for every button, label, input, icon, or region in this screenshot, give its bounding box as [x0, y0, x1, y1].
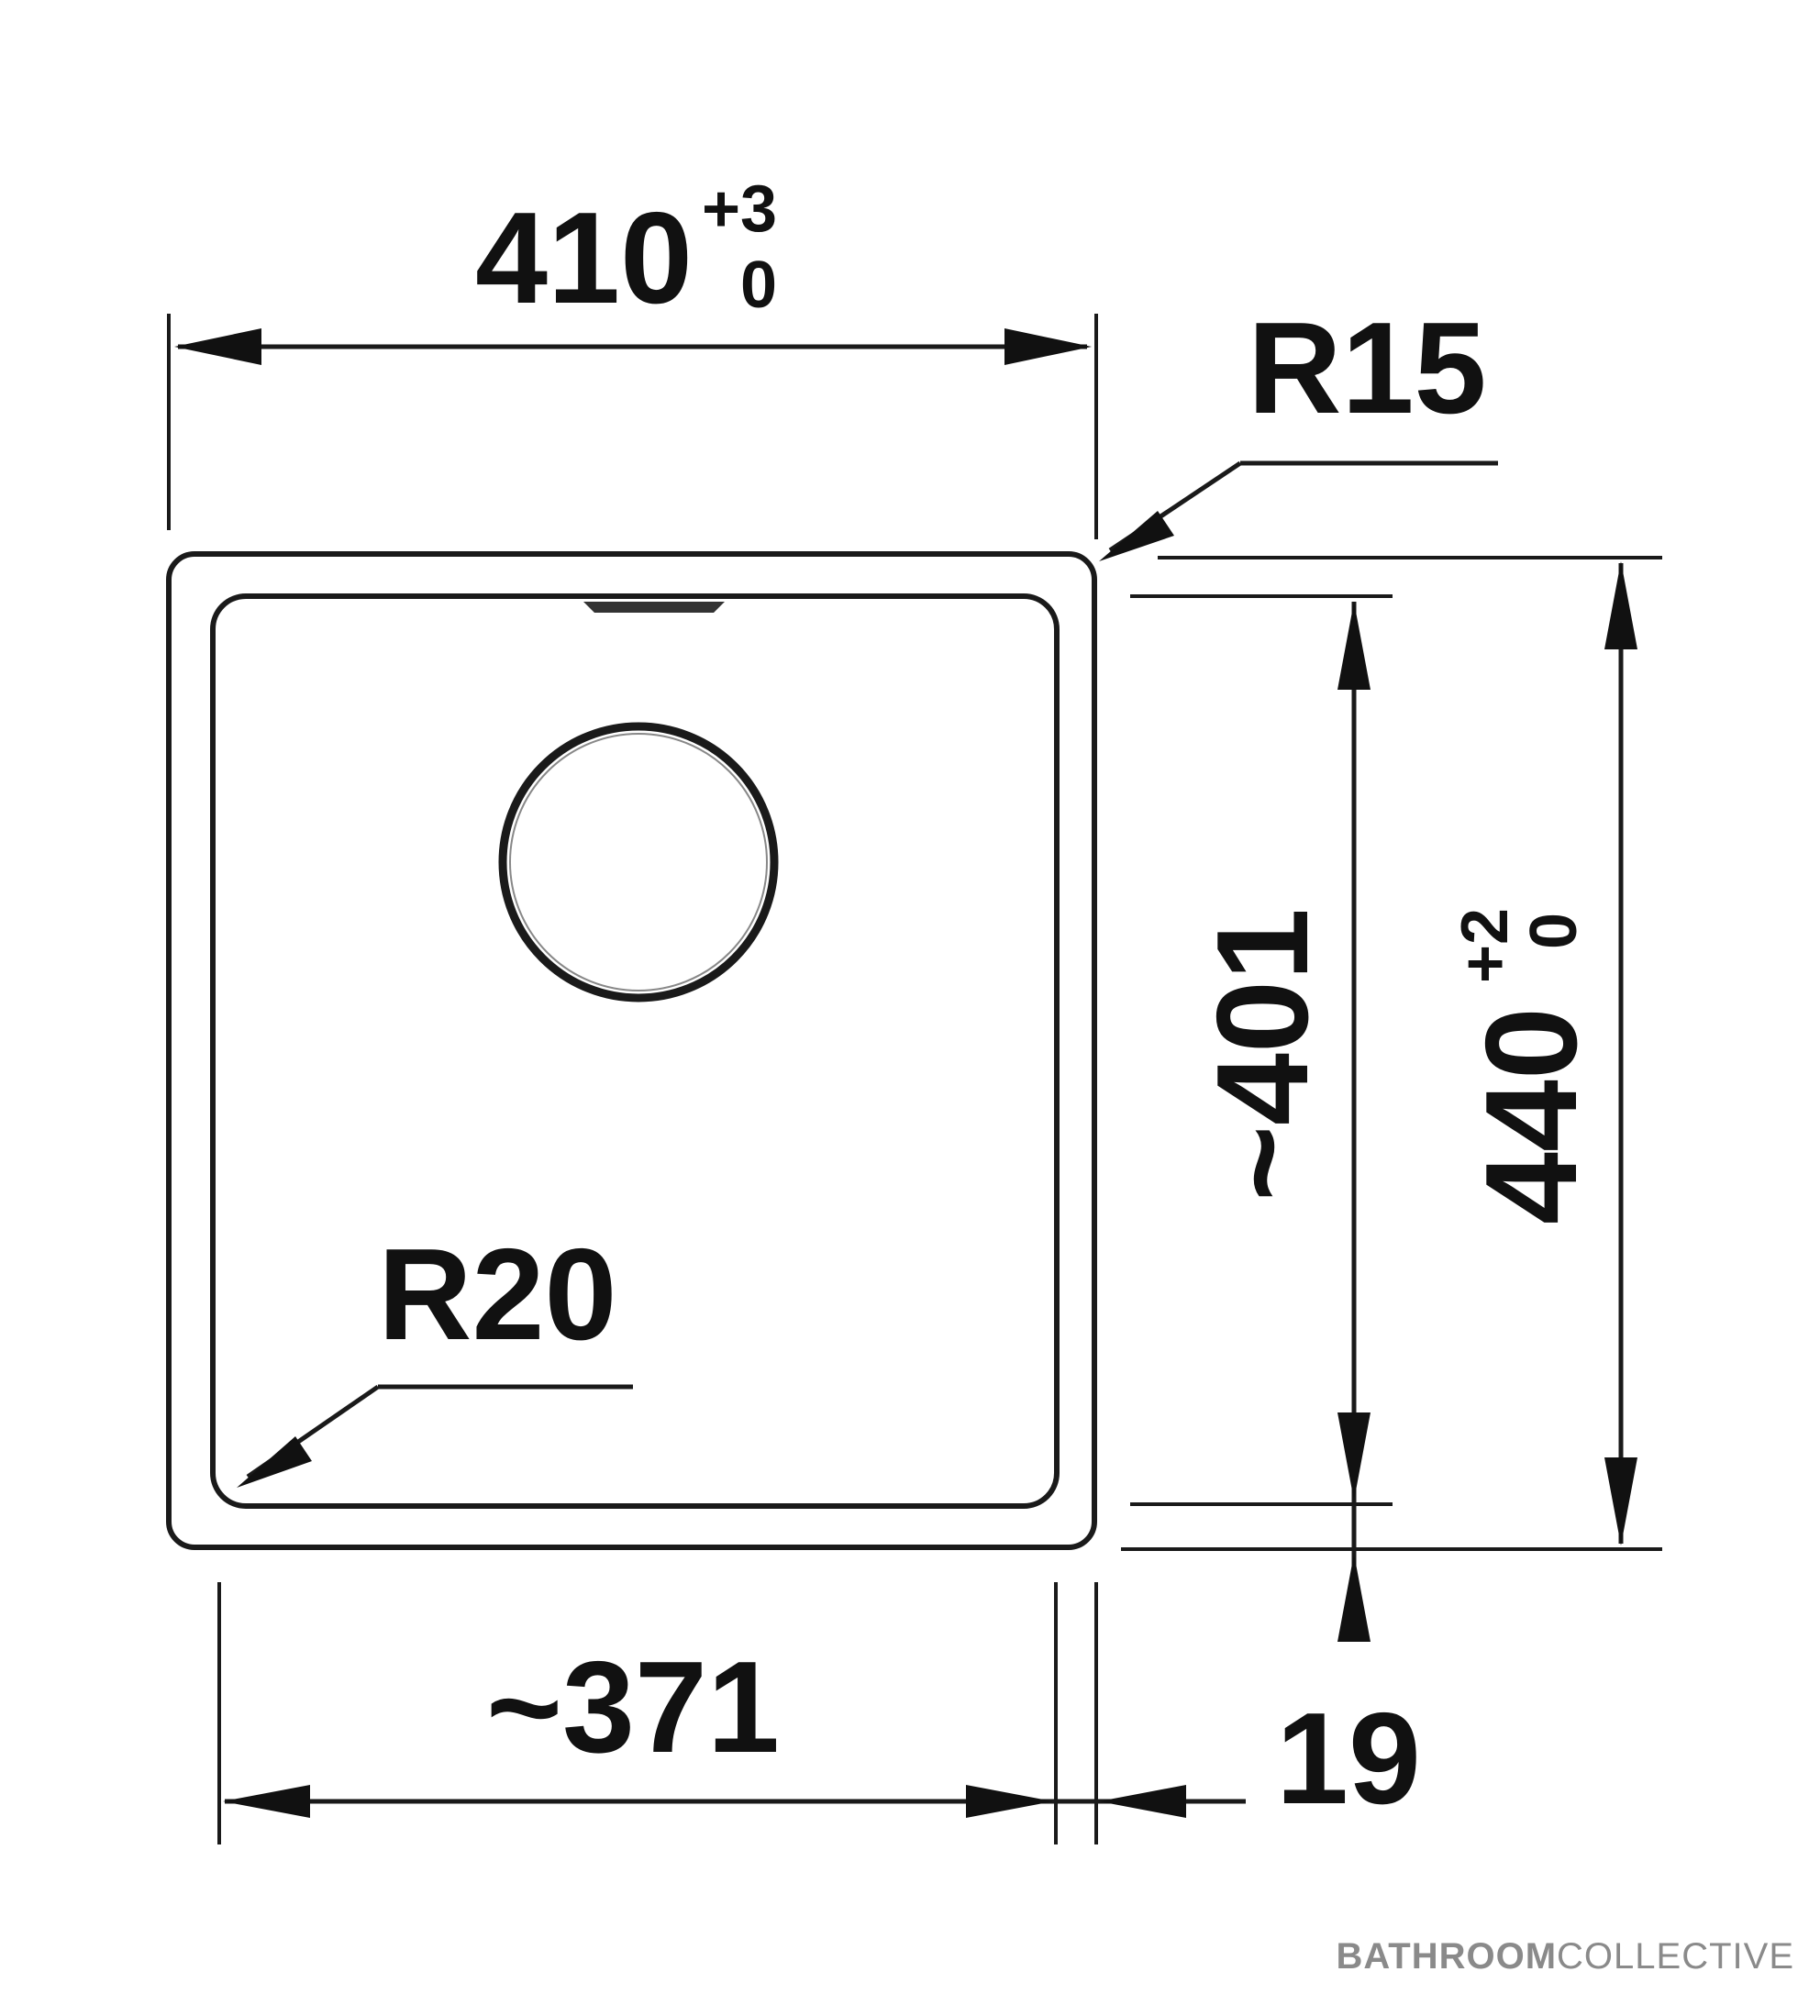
arrowhead-rim-width	[1099, 1785, 1186, 1818]
overall-depth-tol-upper: +2	[1448, 908, 1522, 983]
sink-outer-rim	[166, 551, 1097, 1550]
overflow-slot	[583, 602, 725, 613]
drain-inner-ring	[509, 733, 768, 991]
arrowhead-overall-depth-top	[1604, 561, 1637, 649]
overall-width-value: 410	[475, 185, 693, 331]
inner-width-label: ~371	[486, 1634, 780, 1780]
arrowhead-overall-depth-bottom	[1604, 1457, 1637, 1545]
arrowhead-right	[1004, 328, 1092, 365]
arrowhead-inner-width-left	[223, 1785, 310, 1818]
overall-width-tol-lower: 0	[740, 249, 777, 322]
arrowhead-left	[174, 328, 261, 365]
watermark-bold: BATHROOM	[1336, 1936, 1558, 1977]
outer-corner-radius-label: R15	[1248, 295, 1487, 441]
overall-depth-value: 440	[1459, 1007, 1604, 1224]
arrowhead-r20	[237, 1436, 312, 1488]
overall-depth-label-group: 440 +2 0	[1448, 908, 1604, 1224]
arrowhead-inner-depth-top	[1337, 602, 1371, 690]
inner-depth-label: ~401	[1190, 908, 1336, 1202]
arrowhead-r15	[1099, 511, 1174, 561]
arrowhead-inner-depth-bottom	[1337, 1412, 1371, 1501]
watermark-logo: BATHROOMCOLLECTIVE	[1336, 1936, 1794, 1977]
overall-depth-tol-lower: 0	[1517, 913, 1591, 949]
arrowhead-inner-width-right	[966, 1785, 1053, 1818]
inner-corner-radius-label: R20	[378, 1222, 617, 1368]
watermark-light: COLLECTIVE	[1557, 1936, 1794, 1977]
arrowhead-rim-offset	[1337, 1554, 1371, 1642]
rim-offset-label: 19	[1276, 1686, 1421, 1832]
sink-inner-bowl	[210, 593, 1060, 1509]
overall-width-tol-upper: +3	[702, 172, 777, 246]
drain-circle	[498, 722, 779, 1002]
